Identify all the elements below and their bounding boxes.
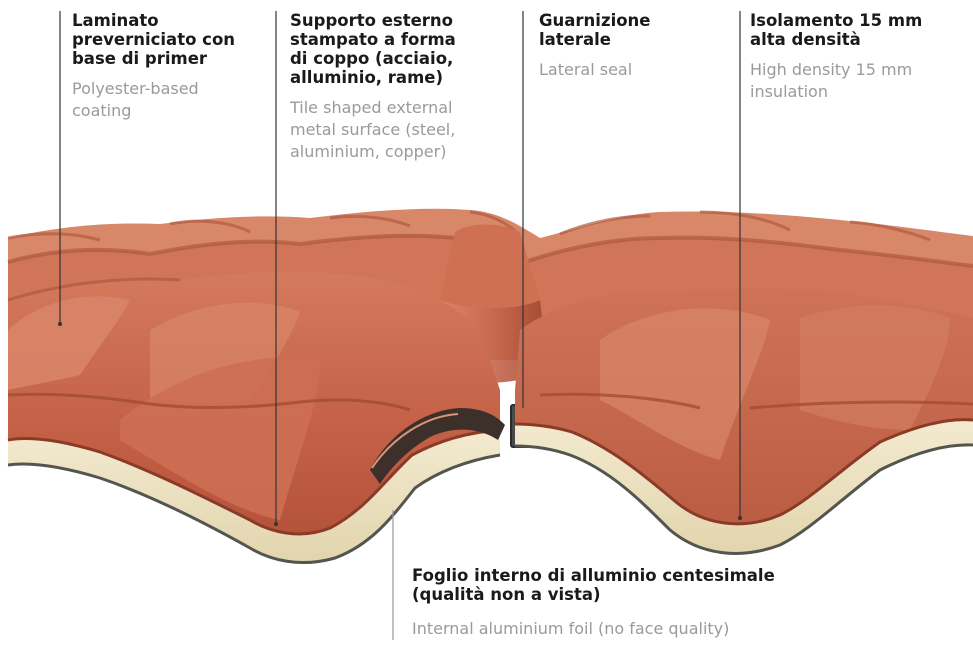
- label-insulation-en: High density 15 mm insulation: [750, 59, 970, 103]
- label-seal: Guarnizione laterale Lateral seal: [539, 11, 719, 81]
- label-foil-en: Internal aluminium foil (no face quality…: [412, 618, 932, 640]
- label-coating: Laminato preverniciato con base di prime…: [72, 11, 272, 122]
- label-foil: Foglio interno di alluminio centesimale …: [412, 566, 932, 640]
- label-surface-it: Supporto esterno stampato a forma di cop…: [290, 11, 505, 87]
- label-surface-en: Tile shaped external metal surface (stee…: [290, 97, 505, 163]
- label-insulation-it: Isolamento 15 mm alta densità: [750, 11, 970, 49]
- label-seal-en: Lateral seal: [539, 59, 719, 81]
- label-coating-en: Polyester-based coating: [72, 78, 272, 122]
- label-foil-it: Foglio interno di alluminio centesimale …: [412, 566, 932, 604]
- label-surface: Supporto esterno stampato a forma di cop…: [290, 11, 505, 163]
- right-panel: [515, 288, 973, 554]
- label-seal-it: Guarnizione laterale: [539, 11, 719, 49]
- label-insulation: Isolamento 15 mm alta densità High densi…: [750, 11, 970, 103]
- label-coating-it: Laminato preverniciato con base di prime…: [72, 11, 272, 68]
